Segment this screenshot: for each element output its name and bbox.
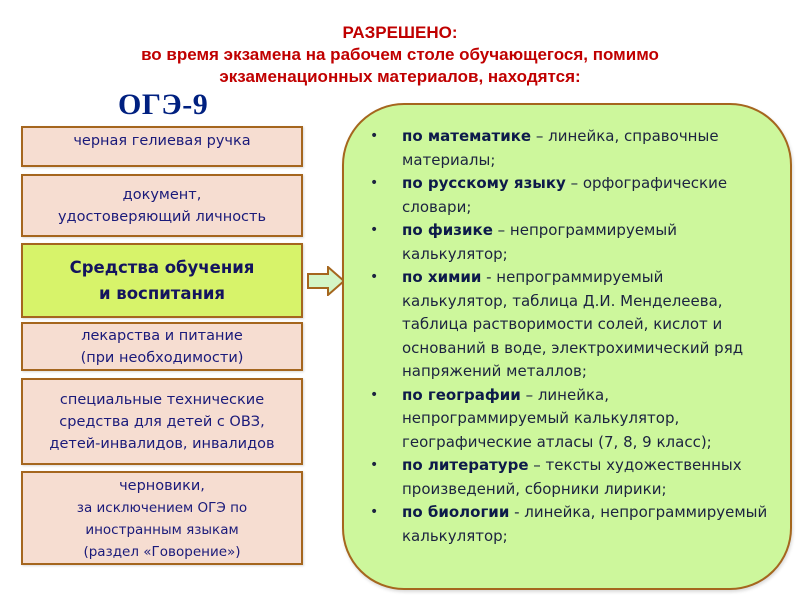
subject-tools-panel: • по математике – линейка, справочные ма… [342,103,792,590]
item-medicine-food: лекарства и питание (при необходимости) [21,322,303,371]
subject-name: по географии [402,385,521,404]
exam-title: ОГЭ-9 [118,88,209,121]
item-special-equipment: специальные технические средства для дет… [21,378,303,465]
item-text: (раздел «Говорение») [83,544,241,560]
item-id-document: документ, удостоверяющий личность [21,174,303,237]
bullet-icon: • [370,175,379,191]
subject-name: по химии [402,268,482,286]
bullet-icon: • [370,222,379,238]
item-text: детей-инвалидов, инвалидов [49,435,275,452]
list-item-geography: • по географии – линейка, непрограммируе… [370,384,772,455]
bullet-icon: • [370,457,379,473]
item-text: средства для детей с ОВЗ, [59,413,265,430]
item-gel-pen: черная гелиевая ручка [21,126,303,167]
list-item-literature: • по литературе – тексты художественных … [370,454,772,501]
list-item-chemistry: • по химии - непрограммируемый калькулят… [370,266,772,384]
subject-tools: – линейка, справочные материалы; [402,127,719,169]
list-item-physics: • по физике – непрограммируемый калькуля… [370,219,772,266]
bullet-icon: • [370,386,379,403]
subject-tools: – непрограммируемый калькулятор; [402,221,677,263]
item-text: лекарства и питание [81,327,243,344]
list-item-biology: • по биологии - линейка, непрограммируем… [370,501,772,548]
item-text: и воспитания [98,283,226,303]
subject-tools: - линейка, непрограммируемый калькулятор… [402,503,768,545]
header-line-3: экзаменационных материалов, находятся: [219,67,581,86]
subject-tools: – орфографические словари; [402,174,728,216]
item-drafts: черновики, за исключением ОГЭ по иностра… [21,471,303,565]
subject-name: по физике [402,221,493,239]
item-text: иностранным языкам [85,522,239,538]
item-text: (при необходимости) [80,349,244,366]
subject-tools: – линейка, непрограммируемый калькулятор… [402,385,712,451]
item-text: черная гелиевая ручка [73,133,251,149]
bullet-icon: • [370,269,379,285]
subject-name: по биологии [402,503,510,521]
subject-list: • по математике – линейка, справочные ма… [344,105,790,548]
item-text: за исключением ОГЭ по [76,500,248,516]
item-text: специальные технические [59,391,265,408]
item-text: Средства обучения [69,257,255,277]
item-text: документ, [122,186,202,203]
subject-name: по литературе [402,456,529,474]
subject-name: по математике [402,127,532,145]
item-learning-tools: Средства обучения и воспитания [21,243,303,318]
subject-tools: - непрограммируемый калькулятор, таблица… [402,268,744,380]
page-header: РАЗРЕШЕНО: во время экзамена на рабочем … [0,22,800,88]
bullet-icon: • [370,504,379,520]
right-arrow-icon [307,266,346,296]
list-item-math: • по математике – линейка, справочные ма… [370,125,772,172]
header-line-2: во время экзамена на рабочем столе обуча… [141,45,659,64]
bullet-icon: • [370,128,379,144]
item-text: черновики, [119,478,205,494]
subject-tools: – тексты художественных произведений, сб… [402,456,742,498]
header-allowed-label: РАЗРЕШЕНО: [342,23,458,42]
item-text: удостоверяющий личность [57,208,267,225]
subject-name: по русскому языку [402,174,566,192]
list-item-russian: • по русскому языку – орфографические сл… [370,172,772,219]
